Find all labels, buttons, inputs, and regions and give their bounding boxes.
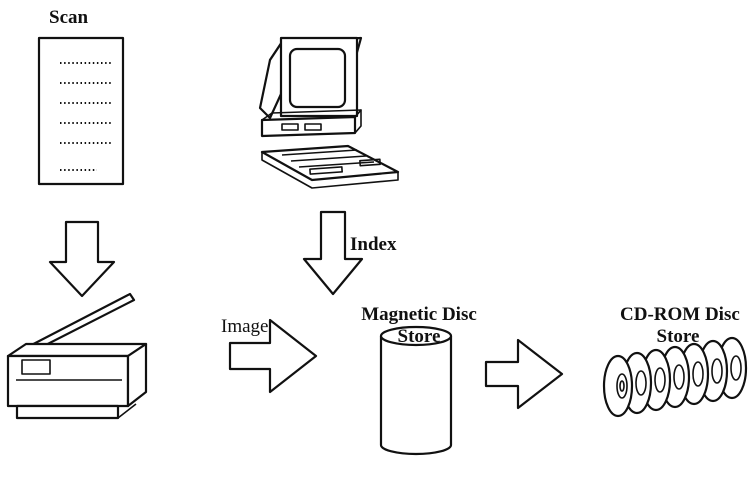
magnetic-disc-icon	[379, 325, 453, 456]
cd-rom-stack-icon	[602, 336, 748, 418]
magnetic-disc-label-line2: Store	[397, 325, 441, 347]
scanner-icon	[6, 292, 148, 420]
index-down-arrow	[302, 210, 364, 296]
scan-down-arrow	[48, 220, 116, 298]
image-right-arrow	[228, 318, 318, 394]
magnetic-disc-label-line1: Magnetic Disc	[361, 304, 477, 325]
document-icon	[37, 36, 125, 186]
cd-rom-label-line1: CD-ROM Disc	[620, 304, 740, 325]
cd-rom-label: CD-ROM Disc Store	[620, 304, 740, 348]
magnetic-disc-label: Magnetic Disc Store	[356, 304, 482, 348]
cd-rom-label-line2: Store	[656, 325, 700, 347]
image-label: Image	[221, 316, 269, 337]
index-label: Index	[350, 234, 397, 255]
scan-label: Scan	[49, 7, 89, 28]
computer-icon	[258, 36, 400, 189]
cd-rom-right-arrow	[484, 338, 564, 410]
